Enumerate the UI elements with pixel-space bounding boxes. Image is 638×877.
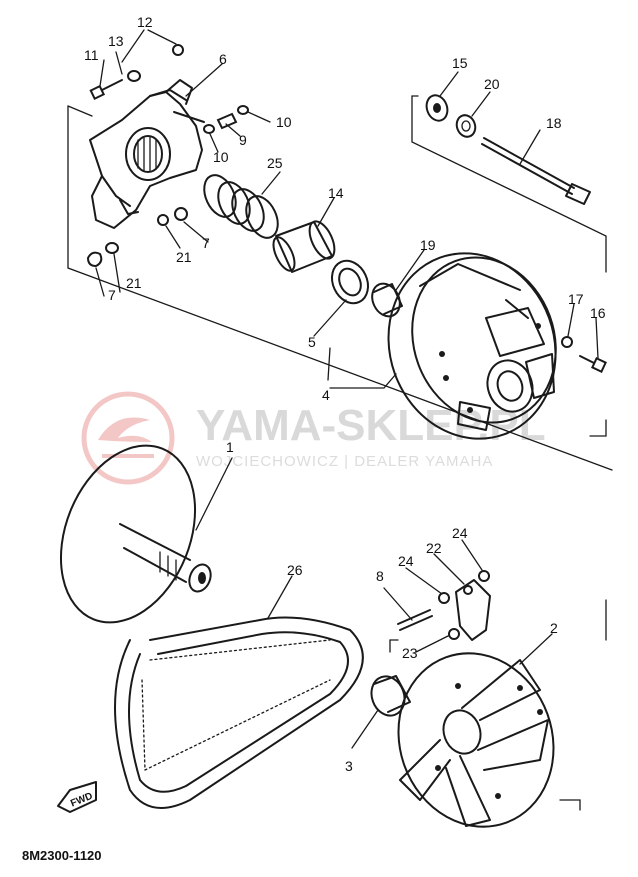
callout-23: 23 [402,645,418,661]
washer-23 [448,628,460,640]
callout-1: 1 [226,439,234,455]
callout-20: 20 [484,76,500,92]
callout-4: 4 [322,387,330,403]
callout-21b: 21 [126,275,142,291]
washer-10b [203,124,215,134]
seal-5 [331,259,369,305]
callout-7b: 7 [108,287,116,303]
callout-5: 5 [308,334,316,350]
callout-18: 18 [546,115,562,131]
spring-25 [203,174,279,239]
movable-sheave-drum [387,252,557,440]
callout-12: 12 [137,14,153,30]
callout-15: 15 [452,55,468,71]
bushing-3 [370,675,411,717]
callout-10a: 10 [276,114,292,130]
callout-24a: 24 [398,553,414,569]
nut-12 [172,44,184,56]
washer-21a [157,214,169,226]
callout-2: 2 [550,620,558,636]
leader-lines [95,29,599,749]
spider-hardware [86,44,249,268]
nut-7a [174,207,188,221]
callout-8: 8 [376,568,384,584]
collar-14 [272,220,336,273]
callout-21a: 21 [176,249,192,265]
washer-15 [425,94,449,122]
callout-25: 25 [267,155,283,171]
fwd-direction-tag: FWD [57,781,97,813]
long-bolt-18 [481,137,591,205]
callout-9: 9 [239,132,247,148]
v-belt-26 [114,616,364,809]
assembly-frame [67,95,613,811]
washer-20 [455,114,477,138]
callout-7a: 7 [202,235,210,251]
callout-14: 14 [328,185,344,201]
callout-24b: 24 [452,525,468,541]
spider-arm-assembly [89,79,205,229]
callout-17: 17 [568,291,584,307]
callout-10b: 10 [213,149,229,165]
ramp-plate-2 [397,652,555,828]
washer-17 [561,336,573,348]
callout-3: 3 [345,758,353,774]
callout-numbers: 12 13 11 6 10 9 10 25 14 7 21 21 7 19 5 … [84,14,606,774]
fixed-sheave-1 [59,444,212,624]
drum-hardware [561,336,607,373]
callout-6: 6 [219,51,227,67]
callout-16: 16 [590,305,606,321]
washer-13 [127,70,141,82]
diagram-code: 8M2300-1120 [22,848,102,863]
callout-22: 22 [426,540,442,556]
cap-7b [86,251,103,268]
callout-26: 26 [287,562,303,578]
washer-21b [105,242,119,254]
watermark-logo [81,391,175,485]
callout-11: 11 [84,47,99,63]
washer-24b [478,570,490,582]
pin-8 [397,609,433,631]
bracket-22 [455,579,491,641]
bushing-9 [216,112,238,130]
small-parts-24-23 [438,570,490,640]
callout-19: 19 [420,237,436,253]
callout-13: 13 [108,33,124,49]
washer-24a [438,592,450,604]
washer-10a [237,105,249,115]
watermark-subtitle: WOJCIECHOWICZ | DEALER YAMAHA [196,453,493,470]
